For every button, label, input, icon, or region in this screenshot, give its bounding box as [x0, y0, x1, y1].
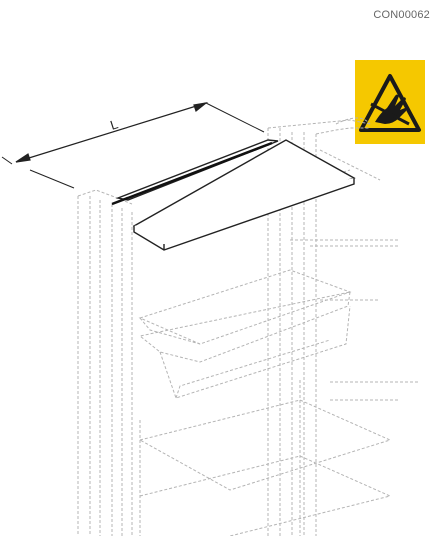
rear-rail	[111, 141, 273, 206]
esd-warning-icon	[355, 60, 425, 144]
drawing-code: CON00062	[373, 9, 430, 21]
dimension-label: L	[108, 116, 120, 133]
dimension-line-l	[1, 102, 265, 189]
